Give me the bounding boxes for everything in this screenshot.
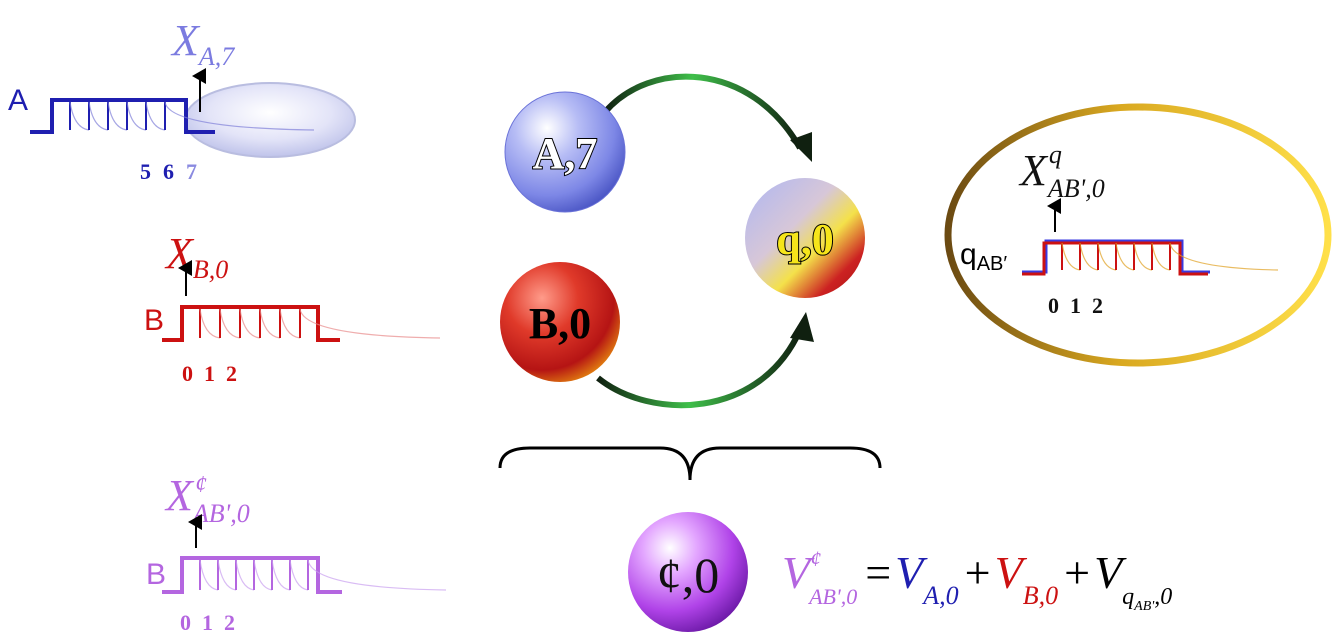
panel-a: A XA,7 5 6 7	[8, 16, 356, 184]
panel-b: XB,0 B 0 1 2	[144, 229, 441, 386]
panel-q-ellipse	[944, 103, 1332, 367]
panel-a-tick-5: 5	[140, 159, 151, 184]
sphere-q0: q,0	[745, 178, 865, 298]
sphere-c0-label: ¢,0	[657, 547, 720, 603]
decay-trace	[164, 101, 315, 131]
eq-t3-sub-qsub: AB'	[1133, 599, 1155, 614]
decay-trace	[199, 559, 219, 591]
panel-a-highlight-ellipse	[184, 82, 356, 158]
decay-trace	[1115, 242, 1135, 271]
decay-trace	[1061, 242, 1081, 271]
decay-trace	[239, 308, 261, 339]
eq-t1-sub: A,0	[921, 581, 958, 610]
panel-b-pulse-outline	[162, 305, 340, 342]
sphere-b0: B,0	[500, 262, 620, 382]
equation: V¢AB',0=VA,0+VB,0+VqAB',0	[782, 546, 1172, 614]
panel-cent-x-label: X¢AB',0	[164, 471, 250, 528]
decay-trace	[289, 559, 309, 591]
panel-cent-pulse-outline	[162, 556, 342, 594]
panel-cent: X¢AB',0 B 0 1 2	[146, 471, 447, 635]
arrow-top-head	[790, 132, 812, 162]
decay-trace	[307, 559, 447, 591]
panel-b-pulse-train	[162, 305, 441, 342]
decay-trace	[199, 308, 221, 339]
decay-trace	[219, 308, 241, 339]
decay-trace	[145, 101, 166, 131]
panel-q-tick-2: 2	[1092, 293, 1103, 318]
decay-trace	[1097, 242, 1117, 271]
sphere-c0: ¢,0	[628, 512, 748, 632]
panel-cent-tick-2: 2	[224, 610, 235, 635]
panel-q-tick-1: 1	[1070, 293, 1081, 318]
equation-text: V¢AB',0=VA,0+VB,0+VqAB',0	[782, 546, 1172, 614]
center-cycle: A,7 B,0 q,0	[500, 73, 865, 409]
eq-plus2: +	[1064, 547, 1090, 598]
sphere-b0-label: B,0	[529, 299, 591, 348]
panel-cent-letter: B	[146, 558, 166, 591]
decay-trace	[69, 101, 90, 131]
decay-trace	[126, 101, 147, 131]
sphere-a7-label: A,7	[533, 129, 598, 178]
decay-trace	[299, 308, 441, 339]
panel-a-x-label: XA,7	[170, 16, 235, 71]
panel-b-tick-2: 2	[226, 361, 237, 386]
decay-trace	[1079, 242, 1099, 271]
decay-trace	[1151, 242, 1171, 271]
decay-trace	[217, 559, 237, 591]
panel-q-decay-traces	[1061, 242, 1279, 271]
eq-equals: =	[865, 547, 891, 598]
panel-b-x-label: XB,0	[164, 229, 228, 284]
decay-trace	[279, 308, 301, 339]
panel-b-tick-0: 0	[182, 361, 193, 386]
eq-t3-sub-q: q	[1122, 584, 1134, 610]
arrow-bottom-head	[790, 312, 814, 342]
sphere-a7: A,7	[504, 91, 626, 213]
panel-q-pulse-train	[1022, 239, 1279, 276]
panel-q-pulse-outline-red	[1022, 241, 1208, 276]
panel-q-letter: qAB′	[960, 238, 1007, 275]
eq-lhs-base: V	[782, 547, 815, 598]
panel-cent-pulse-train	[162, 556, 447, 594]
eq-lhs-sub: AB',0	[807, 584, 857, 609]
panel-q-tick-0: 0	[1048, 293, 1059, 318]
panel-a-tick-6: 6	[163, 159, 174, 184]
eq-plus1: +	[965, 547, 991, 598]
sphere-q0-label: q,0	[776, 215, 833, 264]
decay-trace	[88, 101, 109, 131]
decay-trace	[235, 559, 255, 591]
decay-trace	[259, 308, 281, 339]
panel-a-letter: A	[8, 84, 28, 117]
decay-trace	[1169, 242, 1279, 271]
panel-b-letter: B	[144, 304, 164, 337]
panel-b-tick-1: 1	[204, 361, 215, 386]
panel-a-pulse-train	[30, 98, 315, 134]
eq-t2-sub: B,0	[1023, 581, 1058, 610]
arrow-top	[602, 73, 803, 150]
combining-brace	[498, 446, 882, 481]
panel-cent-tick-1: 1	[202, 610, 213, 635]
panel-q-pulse-outline-blue	[1022, 239, 1210, 274]
decay-trace	[1133, 242, 1153, 271]
eq-t1-base: V	[895, 547, 928, 598]
panel-b-decay-traces	[199, 308, 441, 339]
panel-a-decay-traces	[69, 101, 315, 131]
panel-cent-tick-0: 0	[180, 610, 191, 635]
decay-trace	[107, 101, 128, 131]
eq-t3-sub-tail: ,0	[1154, 584, 1172, 610]
panel-a-tick-7: 7	[186, 159, 197, 184]
panel-a-pulse-outline	[30, 98, 215, 134]
decay-trace	[271, 559, 291, 591]
eq-lhs-sup: ¢	[810, 546, 821, 571]
arrow-bottom	[596, 328, 803, 409]
panel-cent-decay-traces	[199, 559, 447, 591]
decay-trace	[253, 559, 273, 591]
eq-t2-base: V	[995, 547, 1028, 598]
eq-t3-base: V	[1094, 547, 1127, 598]
